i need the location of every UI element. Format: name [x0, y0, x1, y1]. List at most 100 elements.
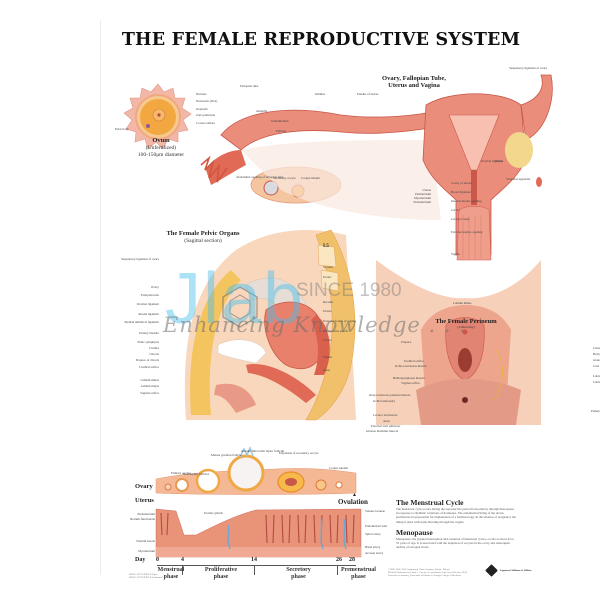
- ovum-label-nucleolus: Nucleolus (Ovu): [196, 99, 218, 103]
- pelvic-label-ovary: Ovary: [151, 285, 159, 289]
- label-infundibulum: Infundibulum: [271, 119, 289, 123]
- vertebra-l5: L5: [323, 244, 329, 249]
- isbn-line-1: ISBN 1-58779-XXX-X Paper: [129, 573, 158, 576]
- label-broad-ligament: Broad ligament: [451, 190, 471, 194]
- phase-divider-26: [337, 565, 338, 575]
- label-ovary: Ovary: [495, 159, 503, 163]
- pelvic-label-anus: Anus: [323, 368, 330, 372]
- day-axis-line: [157, 565, 356, 566]
- perineum-label-gluteus-maximus: Gluteus maximus muscle: [366, 429, 399, 433]
- pelvic-label-prepuce: Prepuce of clitoris: [135, 358, 159, 362]
- label-external-uterine-opening: External uterine opening: [451, 230, 483, 234]
- label-myometrium: Myometrium: [414, 196, 431, 200]
- pelvic-label-sacrum: Sacrum: [323, 265, 333, 269]
- pelvic-label-labium-majus: Labium majus: [140, 384, 159, 388]
- anatomy-poster: THE FEMALE REPRODUCTIVE SYSTEM Nucleus N…: [100, 20, 600, 580]
- uterus-illustration: [200, 74, 553, 261]
- label-cervical-canal: Cervical canal: [451, 217, 470, 221]
- perineum-label-labium-minus: Labium minus: [593, 380, 600, 384]
- label-cervix: Cervix: [451, 208, 460, 212]
- pelvic-section-title: The Female Pelvic Organs: [166, 230, 240, 237]
- menopause-body: Menopause, the gradual interruption and …: [396, 537, 514, 550]
- label-vesicular-appendix: Vesicular appendix: [506, 177, 531, 181]
- menopause-heading: Menopause: [396, 528, 433, 537]
- ovary-row-label: Ovary: [135, 483, 153, 490]
- uterus-cycle-label-basal-artery: Basal artery: [365, 545, 381, 549]
- perineum-subtitle: (Lithotomy): [457, 325, 475, 329]
- perineum-illustration: [376, 260, 541, 425]
- ovary-cycle-label-mature-follicle: Mature graafian follicle: [211, 453, 242, 457]
- label-uterus-wall: Uterus: [422, 188, 432, 192]
- perineum-label-anus: Anus: [383, 419, 390, 423]
- pelvic-label-urethral-orifice: Urethral orifice: [139, 365, 159, 369]
- day-tick-26: 26: [336, 557, 342, 563]
- uterus-cycle-label-functionale: Stratum functionale: [129, 517, 155, 521]
- pelvic-section-subtitle: (Sagittal section): [184, 238, 222, 244]
- label-fundus: Fundus of uterus: [357, 92, 379, 96]
- uterus-cycle-label-endometrial-vein: Endometrial vein: [365, 524, 388, 528]
- pelvic-label-rectouterine-pouch: Rectouterine pouch: [323, 329, 348, 333]
- perineum-label-prepuce: Prepuce: [401, 340, 412, 344]
- uterus-cycle-label-myometrium: Myometrium: [138, 549, 155, 553]
- ovum-subtitle: (Unfertilized): [145, 145, 177, 151]
- day-label: Day: [135, 557, 146, 563]
- ovum-label-zona: Zona pellucida: [196, 113, 216, 117]
- pelvic-label-labium-minus: Labium minus: [140, 378, 159, 382]
- label-abdominal-opening: Abdominal opening of fallopian tube: [236, 175, 284, 179]
- pelvic-label-ovarian-ligament: Ovarian ligament: [136, 302, 159, 306]
- pelvic-label-cervix: Cervix: [323, 338, 332, 342]
- uterus-cycle-label-endometrium: Endometrium: [137, 512, 155, 516]
- uterus-cycle-label-glands: Uterine glands: [204, 511, 223, 515]
- perineum-title: The Female Perineum: [435, 318, 497, 325]
- credit-line-2: Medical illustration by Linda A. Cowan, …: [388, 571, 468, 574]
- label-fallopian-tube: Fallopian tube: [240, 84, 259, 88]
- uterus-row-label: Uterus: [135, 497, 154, 504]
- perineum-label-vaginal-orifice: Vaginal orifice: [401, 381, 420, 385]
- label-ovarian-ligament: Ovarian ligament: [481, 159, 504, 163]
- watermark-tagline: Enhancing Knowledge . . .: [163, 313, 467, 337]
- perineum-label-bulbospongiosus: Bulbospongiosus muscle: [393, 376, 425, 380]
- phase-divider-4: [182, 565, 183, 575]
- poster-title: THE FEMALE REPRODUCTIVE SYSTEM: [121, 30, 521, 50]
- day-tick-28: 28: [349, 557, 355, 563]
- pelvic-label-vaginal-orifice: Vaginal orifice: [140, 391, 159, 395]
- publisher-logo-icon: [485, 564, 498, 577]
- pelvic-label-posterior-fornix: Posterior fornix of vagina: [323, 319, 356, 323]
- perineum-label-crus: Crus: [593, 364, 600, 368]
- ovary-cycle-label-primary-oocyte: Primary oocyte: [171, 471, 191, 475]
- pelvic-label-vagina: Vagina: [323, 355, 332, 359]
- perineum-label-ischial-tuberosity: Ischial tuberosity: [373, 399, 396, 403]
- label-isthmus: Isthmus: [315, 92, 326, 96]
- ovary-cycle-label-expulsion: Expulsion of secondary oocyte: [279, 451, 319, 455]
- uterus-cycle-label-basale: Stratum basale: [136, 539, 155, 543]
- label-vagina: Vagina: [451, 252, 460, 256]
- perineum-label-labium-minus-top: Labium minus: [453, 301, 472, 305]
- watermark-since: SINCE 1980: [296, 280, 402, 301]
- phase-divider-14: [254, 565, 255, 575]
- pelvic-label-round-ligament: Round ligament: [138, 312, 159, 316]
- label-perimetrium: Perimetrium: [415, 192, 431, 196]
- menstrual-cycle-body: The menstrual cycle occurs during the re…: [396, 507, 516, 524]
- uterus-cycle-label-spiral-artery: Spiral artery: [365, 532, 381, 536]
- ovary-cycle-illustration: [155, 445, 357, 495]
- uterus-section-title-1: Ovary, Fallopian Tube,: [382, 75, 446, 82]
- label-cavity-uterus: Cavity of uterus: [451, 181, 472, 185]
- pelvic-label-rectum: Rectum: [323, 300, 333, 304]
- perineum-label-levator-ani: Levator ani muscle: [373, 413, 398, 417]
- ovulation-label: Ovulation: [338, 498, 368, 506]
- day-tick-0: 0: [156, 557, 159, 563]
- perineum-label-body: Body: [593, 352, 600, 356]
- perineum-label-external-anal-sphincter: External anal sphincter: [371, 424, 401, 428]
- label-endometrium: Endometrium: [413, 200, 431, 204]
- isbn-line-2: ISBN 1-58779-XXX-X Laminated: [129, 576, 163, 579]
- pelvic-label-ureter: Ureter: [323, 275, 332, 279]
- pelvic-label-urethra: Urethra: [149, 346, 159, 350]
- ovary-cycle-label-antrum: Antrum filled with liquor folliculi: [241, 449, 285, 453]
- ovum-label-polar-body: Polar body: [115, 127, 129, 131]
- pelvic-sagittal-illustration: [184, 229, 356, 421]
- watermark-brand: Jlab: [165, 259, 306, 339]
- label-ampulla: Ampulla: [256, 109, 268, 113]
